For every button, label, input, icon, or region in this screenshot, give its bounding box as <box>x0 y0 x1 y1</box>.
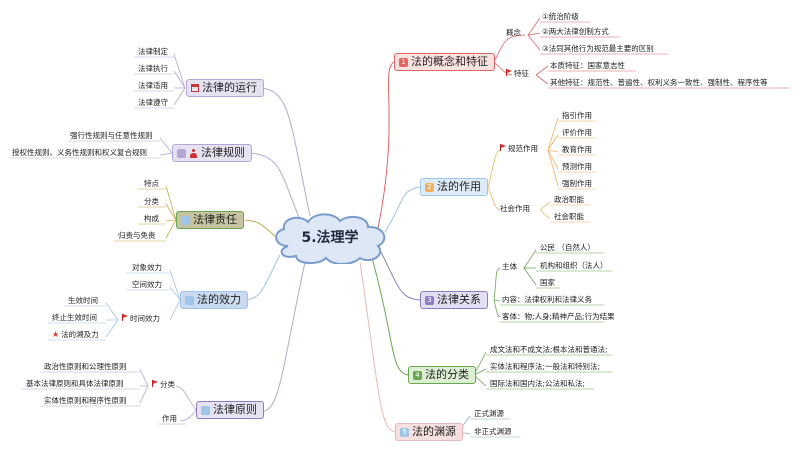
social-item-1[interactable]: 政治职能 <box>554 195 584 204</box>
branch-operation[interactable]: 法律的运行 <box>186 79 264 97</box>
feature-item-1[interactable]: 本质特征：国家意志性 <box>550 61 625 70</box>
social-item-2[interactable]: 社会职能 <box>554 212 584 221</box>
branch-number-badge: 4 <box>413 370 422 380</box>
operation-item-4[interactable]: 法律遵守 <box>138 98 168 107</box>
person-icon <box>189 148 198 158</box>
branch-title: 法的概念和特征 <box>411 55 488 68</box>
concept-label[interactable]: 概念 <box>506 28 521 37</box>
norm-function-label[interactable]: 规范作用 <box>498 144 540 154</box>
relation-content[interactable]: 内容：法律权利和法律义务 <box>502 295 592 304</box>
time-item-3[interactable]: ★法的溯及力 <box>52 330 99 339</box>
branch-effect[interactable]: 法的效力 <box>180 291 248 309</box>
branch-title: 法律原则 <box>213 403 257 416</box>
effect-item-2[interactable]: 空间效力 <box>132 280 162 289</box>
branch-number-badge <box>177 148 186 158</box>
time-item-2[interactable]: 终止生效时间 <box>52 313 97 322</box>
flag-icon <box>122 314 128 321</box>
branch-number-badge <box>181 215 190 225</box>
feature-item-2[interactable]: 其他特征：规范性、普遍性、权利义务一致性、强制性、程序性等 <box>550 78 768 87</box>
source-item-1[interactable]: 正式渊源 <box>474 409 504 418</box>
flag-icon <box>500 144 506 151</box>
branch-classification[interactable]: 4 法的分类 <box>408 366 476 384</box>
star-icon: ★ <box>52 330 60 339</box>
branch-number-badge: 3 <box>425 295 434 305</box>
liability-item-4[interactable]: 归责与免责 <box>118 231 156 240</box>
principles-item-3[interactable]: 实体性原则和程序性原则 <box>44 396 127 405</box>
time-effect-label[interactable]: 时间效力 <box>120 314 162 324</box>
subject-item-3[interactable]: 国家 <box>540 278 555 287</box>
operation-item-3[interactable]: 法律适用 <box>138 81 168 90</box>
norm-item-3[interactable]: 教育作用 <box>562 145 592 154</box>
concept-item-2[interactable]: ②两大法律创制方式 <box>542 27 609 36</box>
flag-icon <box>506 69 512 76</box>
principles-class-label[interactable]: 分类 <box>150 380 177 390</box>
liability-item-1[interactable]: 特点 <box>144 179 159 188</box>
subject-label[interactable]: 主体 <box>502 262 517 271</box>
operation-item-1[interactable]: 法律制定 <box>138 47 168 56</box>
concept-item-1[interactable]: ①统治阶级 <box>542 12 579 21</box>
flag-icon <box>152 380 158 387</box>
branch-liability[interactable]: 法律责任 <box>176 211 244 229</box>
subject-item-1[interactable]: 公民 （自然人） <box>540 243 595 252</box>
principles-item-2[interactable]: 基本法律原则和具体法律原则 <box>26 379 124 388</box>
concept-item-3[interactable]: ③法同其他行为规范最主要的区别 <box>542 44 654 53</box>
rules-item-1[interactable]: 强行性规则与任意性规则 <box>70 131 153 140</box>
social-function-label[interactable]: 社会作用 <box>500 204 530 213</box>
branch-number-badge <box>185 295 194 305</box>
classification-item-2[interactable]: 实体法和程序法;一般法和特别法; <box>490 362 601 371</box>
time-item-1[interactable]: 生效时间 <box>68 296 98 305</box>
branch-principles[interactable]: 法律原则 <box>196 401 264 419</box>
rules-item-2[interactable]: 授权性规则、义务性规则和权义复合规则 <box>12 148 147 157</box>
branch-rules[interactable]: 法律规则 <box>172 144 252 162</box>
effect-item-1[interactable]: 对象效力 <box>132 263 162 272</box>
principles-use-label[interactable]: 作用 <box>162 414 177 423</box>
liability-item-2[interactable]: 分类 <box>144 197 159 206</box>
central-topic[interactable]: 5.法理学 <box>268 212 392 265</box>
branch-title: 法的作用 <box>437 180 481 193</box>
branch-concept[interactable]: 1 法的概念和特征 <box>394 53 495 71</box>
branch-number-badge: 2 <box>425 182 434 192</box>
classification-item-3[interactable]: 国际法和国内法;公法和私法; <box>490 379 586 388</box>
operation-item-2[interactable]: 法律执行 <box>138 64 168 73</box>
branch-title: 法的效力 <box>197 293 241 306</box>
principles-item-1[interactable]: 政治性原则和公理性原则 <box>44 362 127 371</box>
central-topic-label: 5.法理学 <box>301 230 359 246</box>
cloud-shape <box>275 213 386 265</box>
branch-number-badge <box>201 405 210 415</box>
branch-title: 法的渊源 <box>412 425 456 438</box>
source-item-2[interactable]: 非正式渊源 <box>474 427 512 436</box>
branch-title: 法律责任 <box>193 213 237 226</box>
classification-item-1[interactable]: 成文法和不成文法;根本法和普通法; <box>490 345 608 354</box>
branch-title: 法的分类 <box>425 368 469 381</box>
branch-relation[interactable]: 3 法律关系 <box>420 291 488 309</box>
branch-title: 法律关系 <box>437 293 481 306</box>
branch-source[interactable]: 5 法的渊源 <box>395 423 463 441</box>
branch-number-badge: 5 <box>400 427 409 437</box>
calendar-icon <box>191 84 199 92</box>
branch-function[interactable]: 2 法的作用 <box>420 178 488 196</box>
norm-item-2[interactable]: 评价作用 <box>562 128 592 137</box>
branch-number-badge: 1 <box>399 57 408 67</box>
norm-item-1[interactable]: 指引作用 <box>562 111 592 120</box>
branch-title: 法律规则 <box>201 146 245 159</box>
relation-object[interactable]: 客体：物;人身;精神产品;行为结果 <box>502 312 615 321</box>
subject-item-2[interactable]: 机构和组织（法人） <box>540 261 608 270</box>
norm-item-5[interactable]: 强制作用 <box>562 179 592 188</box>
feature-label[interactable]: 特征 <box>504 69 531 79</box>
norm-item-4[interactable]: 预测作用 <box>562 162 592 171</box>
branch-title: 法律的运行 <box>202 81 257 94</box>
liability-item-3[interactable]: 构成 <box>144 214 159 223</box>
